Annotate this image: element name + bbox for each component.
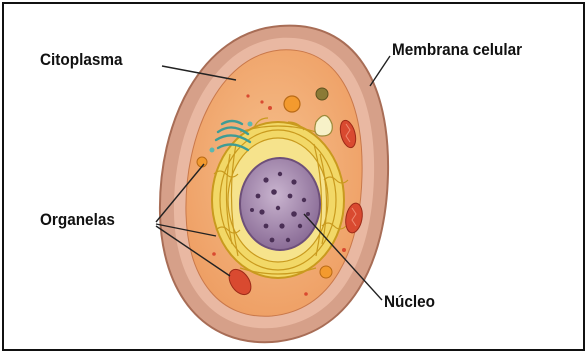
- label-membrana-celular: Membrana celular: [392, 40, 522, 60]
- label-nucleo: Núcleo: [384, 292, 435, 312]
- label-organelas: Organelas: [40, 210, 115, 230]
- leader-membrana: [370, 56, 390, 86]
- label-citoplasma: Citoplasma: [40, 50, 122, 70]
